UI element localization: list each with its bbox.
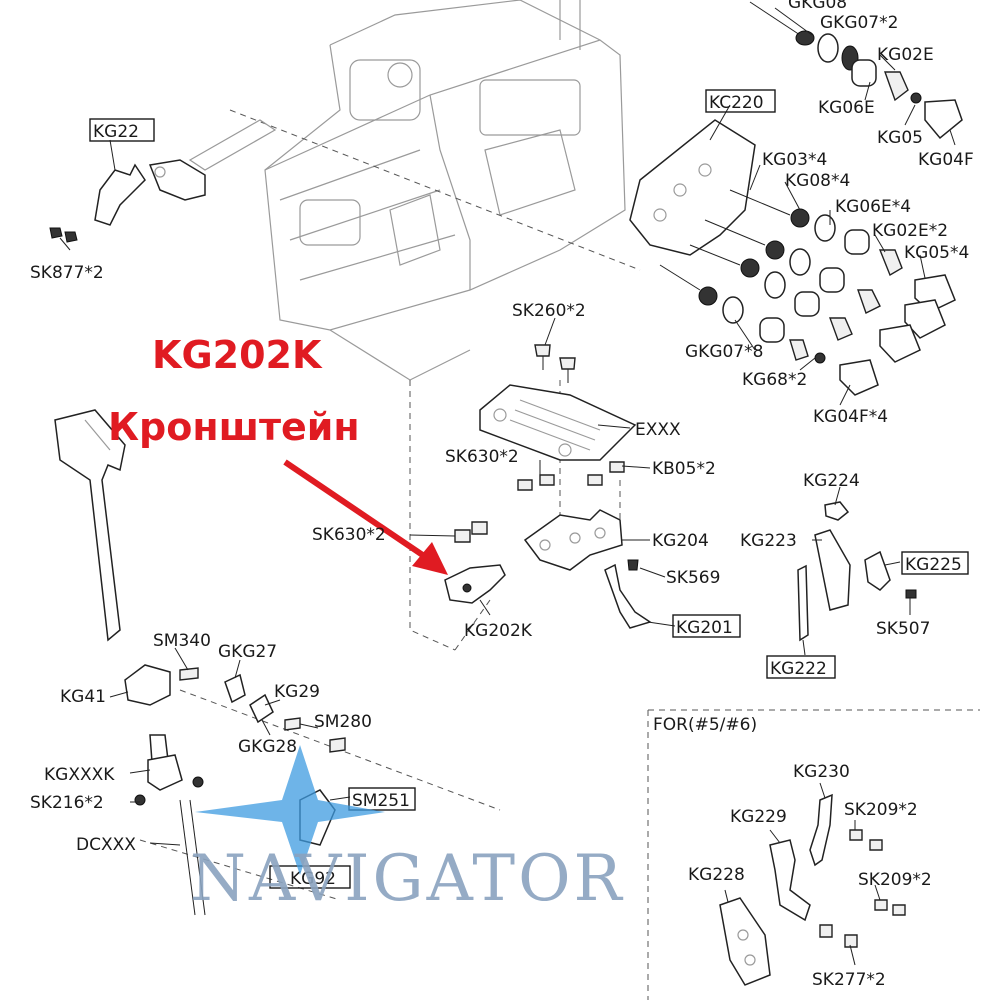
label-kg228: KG228 xyxy=(688,865,745,885)
needle-bar-assembly xyxy=(54,409,346,916)
label-sm340: SM340 xyxy=(153,631,211,651)
thread-guide-plate-kc220 xyxy=(629,119,756,256)
label-sk507: SK507 xyxy=(876,619,930,639)
label-kg08-4: KG08*4 xyxy=(785,171,850,191)
label-kg05: KG05 xyxy=(877,128,923,148)
bracket-kg202k xyxy=(444,564,506,604)
label-kg202k: KG202K xyxy=(464,621,533,641)
label-kb05-2: KB05*2 xyxy=(652,459,716,479)
label-kg02e-2: KG02E*2 xyxy=(872,221,948,241)
label-kg22: KG22 xyxy=(93,122,139,142)
watermark-text: NAVIGATOR xyxy=(190,842,625,916)
label-sk209-2-lower: SK209*2 xyxy=(858,870,932,890)
label-kg230: KG230 xyxy=(793,762,850,782)
label-gkg27: GKG27 xyxy=(218,642,277,662)
label-sk260-2: SK260*2 xyxy=(512,301,586,321)
label-kc220: KC220 xyxy=(709,93,764,113)
label-kg29: KG29 xyxy=(274,682,320,702)
label-kg06e: KG06E xyxy=(818,98,875,118)
leader-lines xyxy=(59,7,956,966)
tension-assemblies-row xyxy=(659,189,956,396)
tension-assembly-top xyxy=(749,1,963,140)
feed-plate-exxx xyxy=(479,384,637,461)
label-sk569: SK569 xyxy=(666,568,720,588)
label-sk877-2: SK877*2 xyxy=(30,263,104,283)
callout-arrow-head xyxy=(412,542,448,575)
lever-kg201 xyxy=(604,559,652,629)
label-kg92: KG92 xyxy=(290,869,336,889)
label-kg224: KG224 xyxy=(803,471,860,491)
label-kg41: KG41 xyxy=(60,687,106,707)
label-sk630-2-upper: SK630*2 xyxy=(445,447,519,467)
screws-sk630-lower xyxy=(454,521,488,543)
label-gkg07-2: GKG07*2 xyxy=(820,13,898,33)
label-kg222: KG222 xyxy=(770,659,827,679)
screws-sk260 xyxy=(534,344,576,383)
compass-star-icon xyxy=(195,745,385,875)
for-5-6-parts-group xyxy=(719,793,906,986)
label-sm251: SM251 xyxy=(352,791,410,811)
callout-part-name: Кронштейн xyxy=(108,405,360,449)
label-kg05-4: KG05*4 xyxy=(904,243,969,263)
callout-part-code: KG202K xyxy=(152,333,323,377)
machine-housing-outline xyxy=(264,0,626,381)
label-kgxxxk: KGXXXK xyxy=(44,765,115,785)
label-kg02e: KG02E xyxy=(877,45,934,65)
label-sk216-2: SK216*2 xyxy=(30,793,104,813)
label-exxx: EXXX xyxy=(635,420,681,440)
label-kg225: KG225 xyxy=(905,555,962,575)
label-kg229: KG229 xyxy=(730,807,787,827)
label-sk209-2-upper: SK209*2 xyxy=(844,800,918,820)
label-gkg08: GKG08 xyxy=(788,0,847,13)
label-for-5-6: FOR(#5/#6) xyxy=(653,715,757,735)
label-kg201: KG201 xyxy=(676,618,733,638)
label-kg223: KG223 xyxy=(740,531,797,551)
label-kg68-2: KG68*2 xyxy=(742,370,807,390)
navigator-watermark: NAVIGATOR xyxy=(190,745,625,916)
label-gkg28: GKG28 xyxy=(238,737,297,757)
part-labels: GKG08 GKG07*2 KG02E KG06E KG05 KG04F KC2… xyxy=(30,0,974,990)
label-kg204: KG204 xyxy=(652,531,709,551)
callout-annotation: KG202K Кронштейн xyxy=(108,333,448,575)
label-sm280: SM280 xyxy=(314,712,372,732)
label-sk277-2: SK277*2 xyxy=(812,970,886,990)
label-sk630-2-lower: SK630*2 xyxy=(312,525,386,545)
label-kg04f-4: KG04F*4 xyxy=(813,407,888,427)
label-kg06e-4: KG06E*4 xyxy=(835,197,911,217)
label-gkg07-8: GKG07*8 xyxy=(685,342,763,362)
label-dcxxx: DCXXX xyxy=(76,835,136,855)
label-kg04f: KG04F xyxy=(918,150,974,170)
plate-kg204 xyxy=(523,509,623,571)
screws-sk630-upper xyxy=(517,461,625,491)
label-kg03-4: KG03*4 xyxy=(762,150,827,170)
callout-arrow xyxy=(283,459,432,563)
kg22-bracket xyxy=(49,119,277,243)
kg224-kg223-kg225-kg222 xyxy=(797,501,917,642)
